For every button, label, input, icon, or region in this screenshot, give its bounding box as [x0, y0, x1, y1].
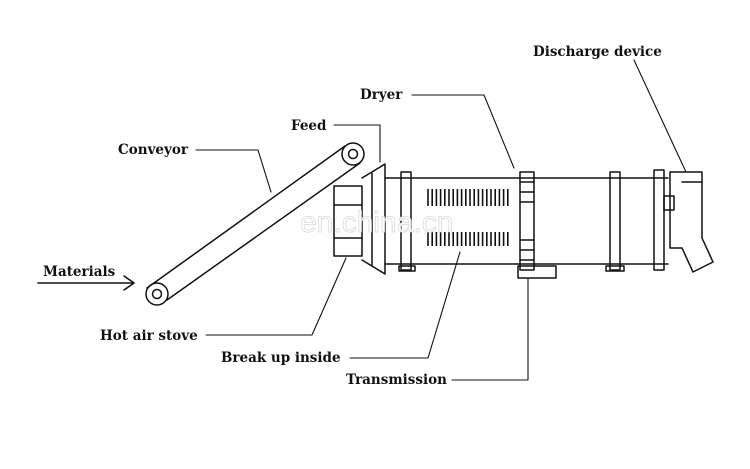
label-feed: Feed: [291, 118, 327, 134]
riding-ring-rear: [605, 171, 625, 272]
watermark: en.china.cn: [300, 206, 453, 239]
conveyor-belt: [145, 142, 365, 306]
feed-hopper: [361, 163, 386, 275]
label-conveyor: Conveyor: [118, 142, 189, 158]
right-arrow-icon: [37, 275, 135, 291]
label-hot-air-stove: Hot air stove: [100, 328, 198, 344]
transmission-box: [517, 265, 557, 279]
break-up-flights: [427, 189, 509, 246]
dryer-drum: [384, 177, 669, 265]
label-discharge-device: Discharge device: [533, 44, 662, 60]
leader-lines: [195, 59, 687, 381]
label-break-up-inside: Break up inside: [221, 350, 341, 366]
label-dryer: Dryer: [360, 87, 403, 103]
label-transmission: Transmission: [346, 372, 447, 388]
discharge-device: [653, 169, 714, 273]
hot-air-stove: [333, 185, 363, 257]
gear-ring: [519, 171, 535, 271]
riding-ring-front: [398, 171, 416, 272]
label-materials: Materials: [43, 264, 116, 280]
